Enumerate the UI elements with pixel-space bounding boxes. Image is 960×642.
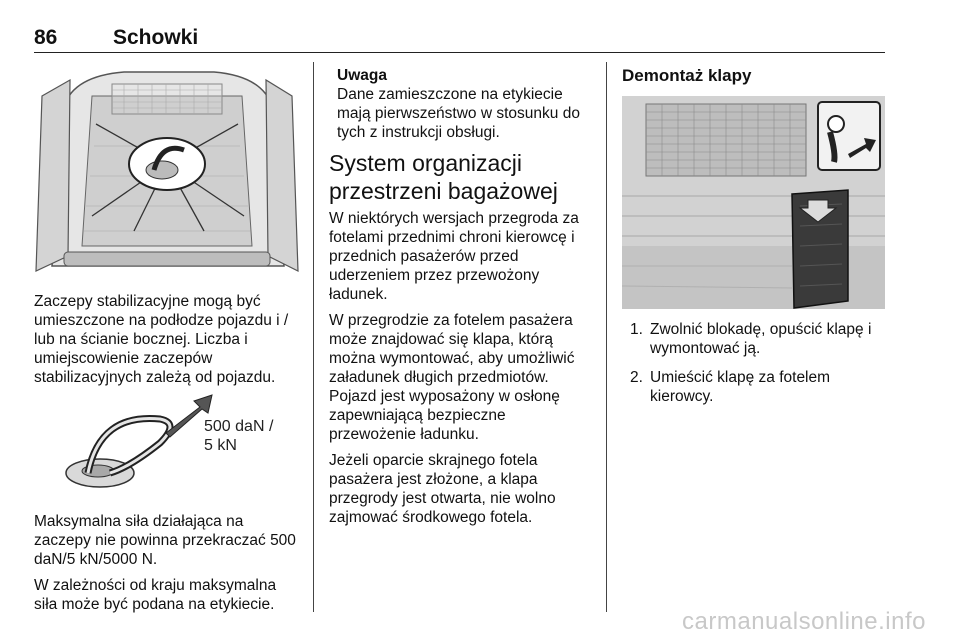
left-paragraphs-bottom: Maksymalna siła działająca na zaczepy ni… (34, 512, 300, 621)
step-item-1: 1. Zwolnić blokadę, opuścić klapę i wymo… (622, 320, 884, 358)
anchor-description: Zaczepy stabilizacyjne mogą być umieszcz… (34, 293, 289, 386)
anchor-force-illustration (60, 393, 292, 495)
note-text: Dane zamieszczone na etykiecie mają pier… (337, 86, 580, 141)
force-label-line-1: 500 daN / (204, 418, 274, 435)
watermark: carmanualsonline.info (682, 608, 926, 635)
step-item-2: 2. Umieścić klapę za fotelem kierowcy. (622, 368, 884, 406)
steps-list: 1. Zwolnić blokadę, opuścić klapę i wymo… (622, 320, 884, 416)
column-divider-1 (313, 62, 314, 612)
column-divider-2 (606, 62, 607, 612)
subsection-title: Demontaż klapy (622, 66, 752, 85)
note-title: Uwaga (337, 67, 387, 84)
page-number: 86 (34, 26, 58, 49)
flap-text: W przegrodzie za fotelem pasażera może z… (329, 312, 575, 443)
steps-ordered-list: 1. Zwolnić blokadę, opuścić klapę i wymo… (622, 320, 884, 406)
step-text-2: Umieścić klapę za fotelem kierowcy. (650, 369, 831, 405)
warning-text: Jeżeli oparcie skrajnego fotela pasażera… (329, 452, 556, 526)
step-text-1: Zwolnić blokadę, opuścić klapę i wymonto… (650, 321, 872, 357)
partition-flap-illustration (621, 96, 885, 309)
force-label: 500 daN / 5 kN (204, 417, 273, 455)
partition-text: W niektórych wersjach przegroda za fotel… (329, 210, 579, 303)
header-rule (34, 52, 885, 53)
max-force-text: Maksymalna siła działająca na zaczepy ni… (34, 513, 296, 568)
page-title: Schowki (113, 26, 199, 49)
force-label-line-2: 5 kN (204, 437, 237, 454)
left-paragraph-1: Zaczepy stabilizacyjne mogą być umieszcz… (34, 292, 302, 394)
section-title: System organizacji przestrzeni bagażowej (329, 150, 558, 204)
label-force-text: W zależności od kraju maksymalna siła mo… (34, 577, 277, 613)
step-number-2: 2. (630, 369, 643, 386)
cargo-floor-illustration (34, 66, 300, 276)
middle-column: Uwaga Dane zamieszczone na etykiecie maj… (329, 66, 593, 534)
step-number-1: 1. (630, 321, 643, 338)
